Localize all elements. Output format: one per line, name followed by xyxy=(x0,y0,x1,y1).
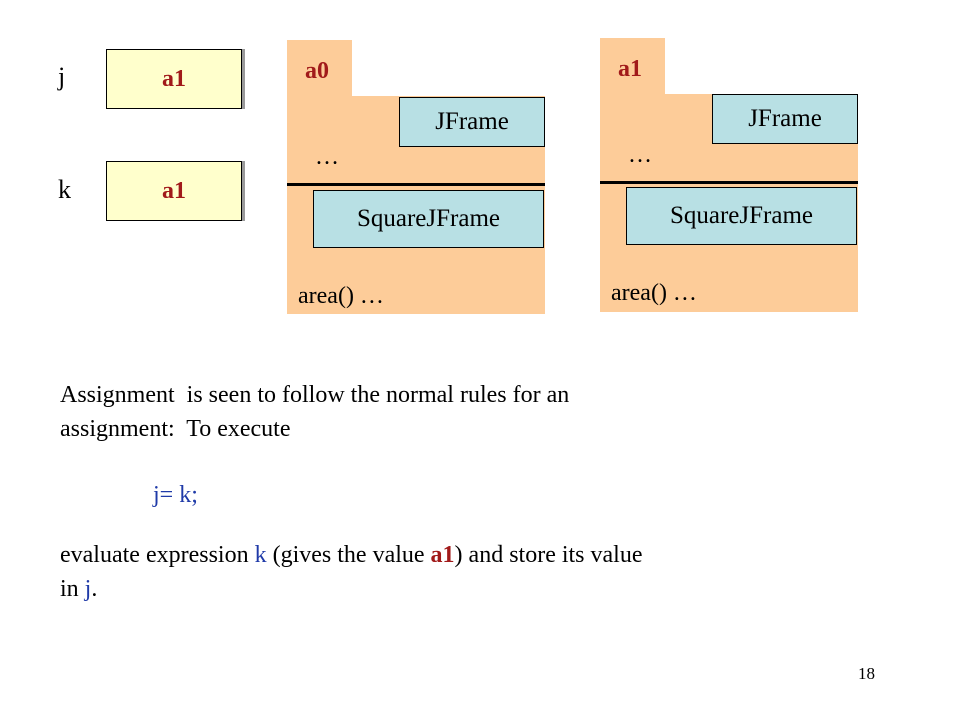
explanation-line-2: assignment: To execute xyxy=(60,416,291,442)
evaluation-paragraph: evaluate expression k (gives the value a… xyxy=(60,538,900,606)
object-a1: a1 JFrame … SquareJFrame area() … xyxy=(600,38,858,312)
eval-text: in xyxy=(60,576,85,602)
superclass-label: JFrame xyxy=(748,105,822,132)
partition-divider xyxy=(600,181,858,184)
slide-number: 18 xyxy=(858,664,875,683)
eval-text: ) and store its value xyxy=(454,542,643,568)
subclass-part: SquareJFrame xyxy=(626,187,857,245)
inherited-ellipsis: … xyxy=(315,144,339,170)
code-statement: j= k; xyxy=(153,482,198,508)
methods-label: area() … xyxy=(611,280,697,306)
subclass-label: SquareJFrame xyxy=(669,202,814,229)
var-name-k: k xyxy=(58,175,71,204)
var-value-k: a1 xyxy=(162,177,186,204)
eval-text: (gives the value xyxy=(266,542,431,568)
superclass-part: JFrame xyxy=(399,97,545,147)
partition-divider xyxy=(287,183,545,186)
evaluation-line-2: in j. xyxy=(60,572,900,606)
var-value-j: a1 xyxy=(162,65,186,92)
explanation-line-1: Assignment is seen to follow the normal … xyxy=(60,382,570,408)
eval-var-j: j xyxy=(84,576,92,602)
object-tab xyxy=(287,40,352,98)
superclass-label: JFrame xyxy=(435,108,509,135)
object-name: a1 xyxy=(618,56,642,82)
explanation-paragraph: Assignment is seen to follow the normal … xyxy=(60,378,880,446)
methods-label: area() … xyxy=(298,283,384,309)
eval-text: evaluate expression xyxy=(60,542,255,568)
inherited-ellipsis: … xyxy=(628,142,652,168)
var-name-j: j xyxy=(58,62,66,91)
superclass-part: JFrame xyxy=(712,94,858,144)
object-name: a0 xyxy=(305,58,329,84)
var-box-j: a1 xyxy=(106,49,242,109)
subclass-label: SquareJFrame xyxy=(356,205,501,232)
subclass-part: SquareJFrame xyxy=(313,190,544,248)
object-tab xyxy=(600,38,665,96)
eval-value-a1: a1 xyxy=(430,542,455,568)
evaluation-line-1: evaluate expression k (gives the value a… xyxy=(60,538,900,572)
var-box-k: a1 xyxy=(106,161,242,221)
object-a0: a0 JFrame … SquareJFrame area() … xyxy=(287,40,545,314)
eval-var-k: k xyxy=(254,542,267,568)
eval-text: . xyxy=(91,576,98,602)
